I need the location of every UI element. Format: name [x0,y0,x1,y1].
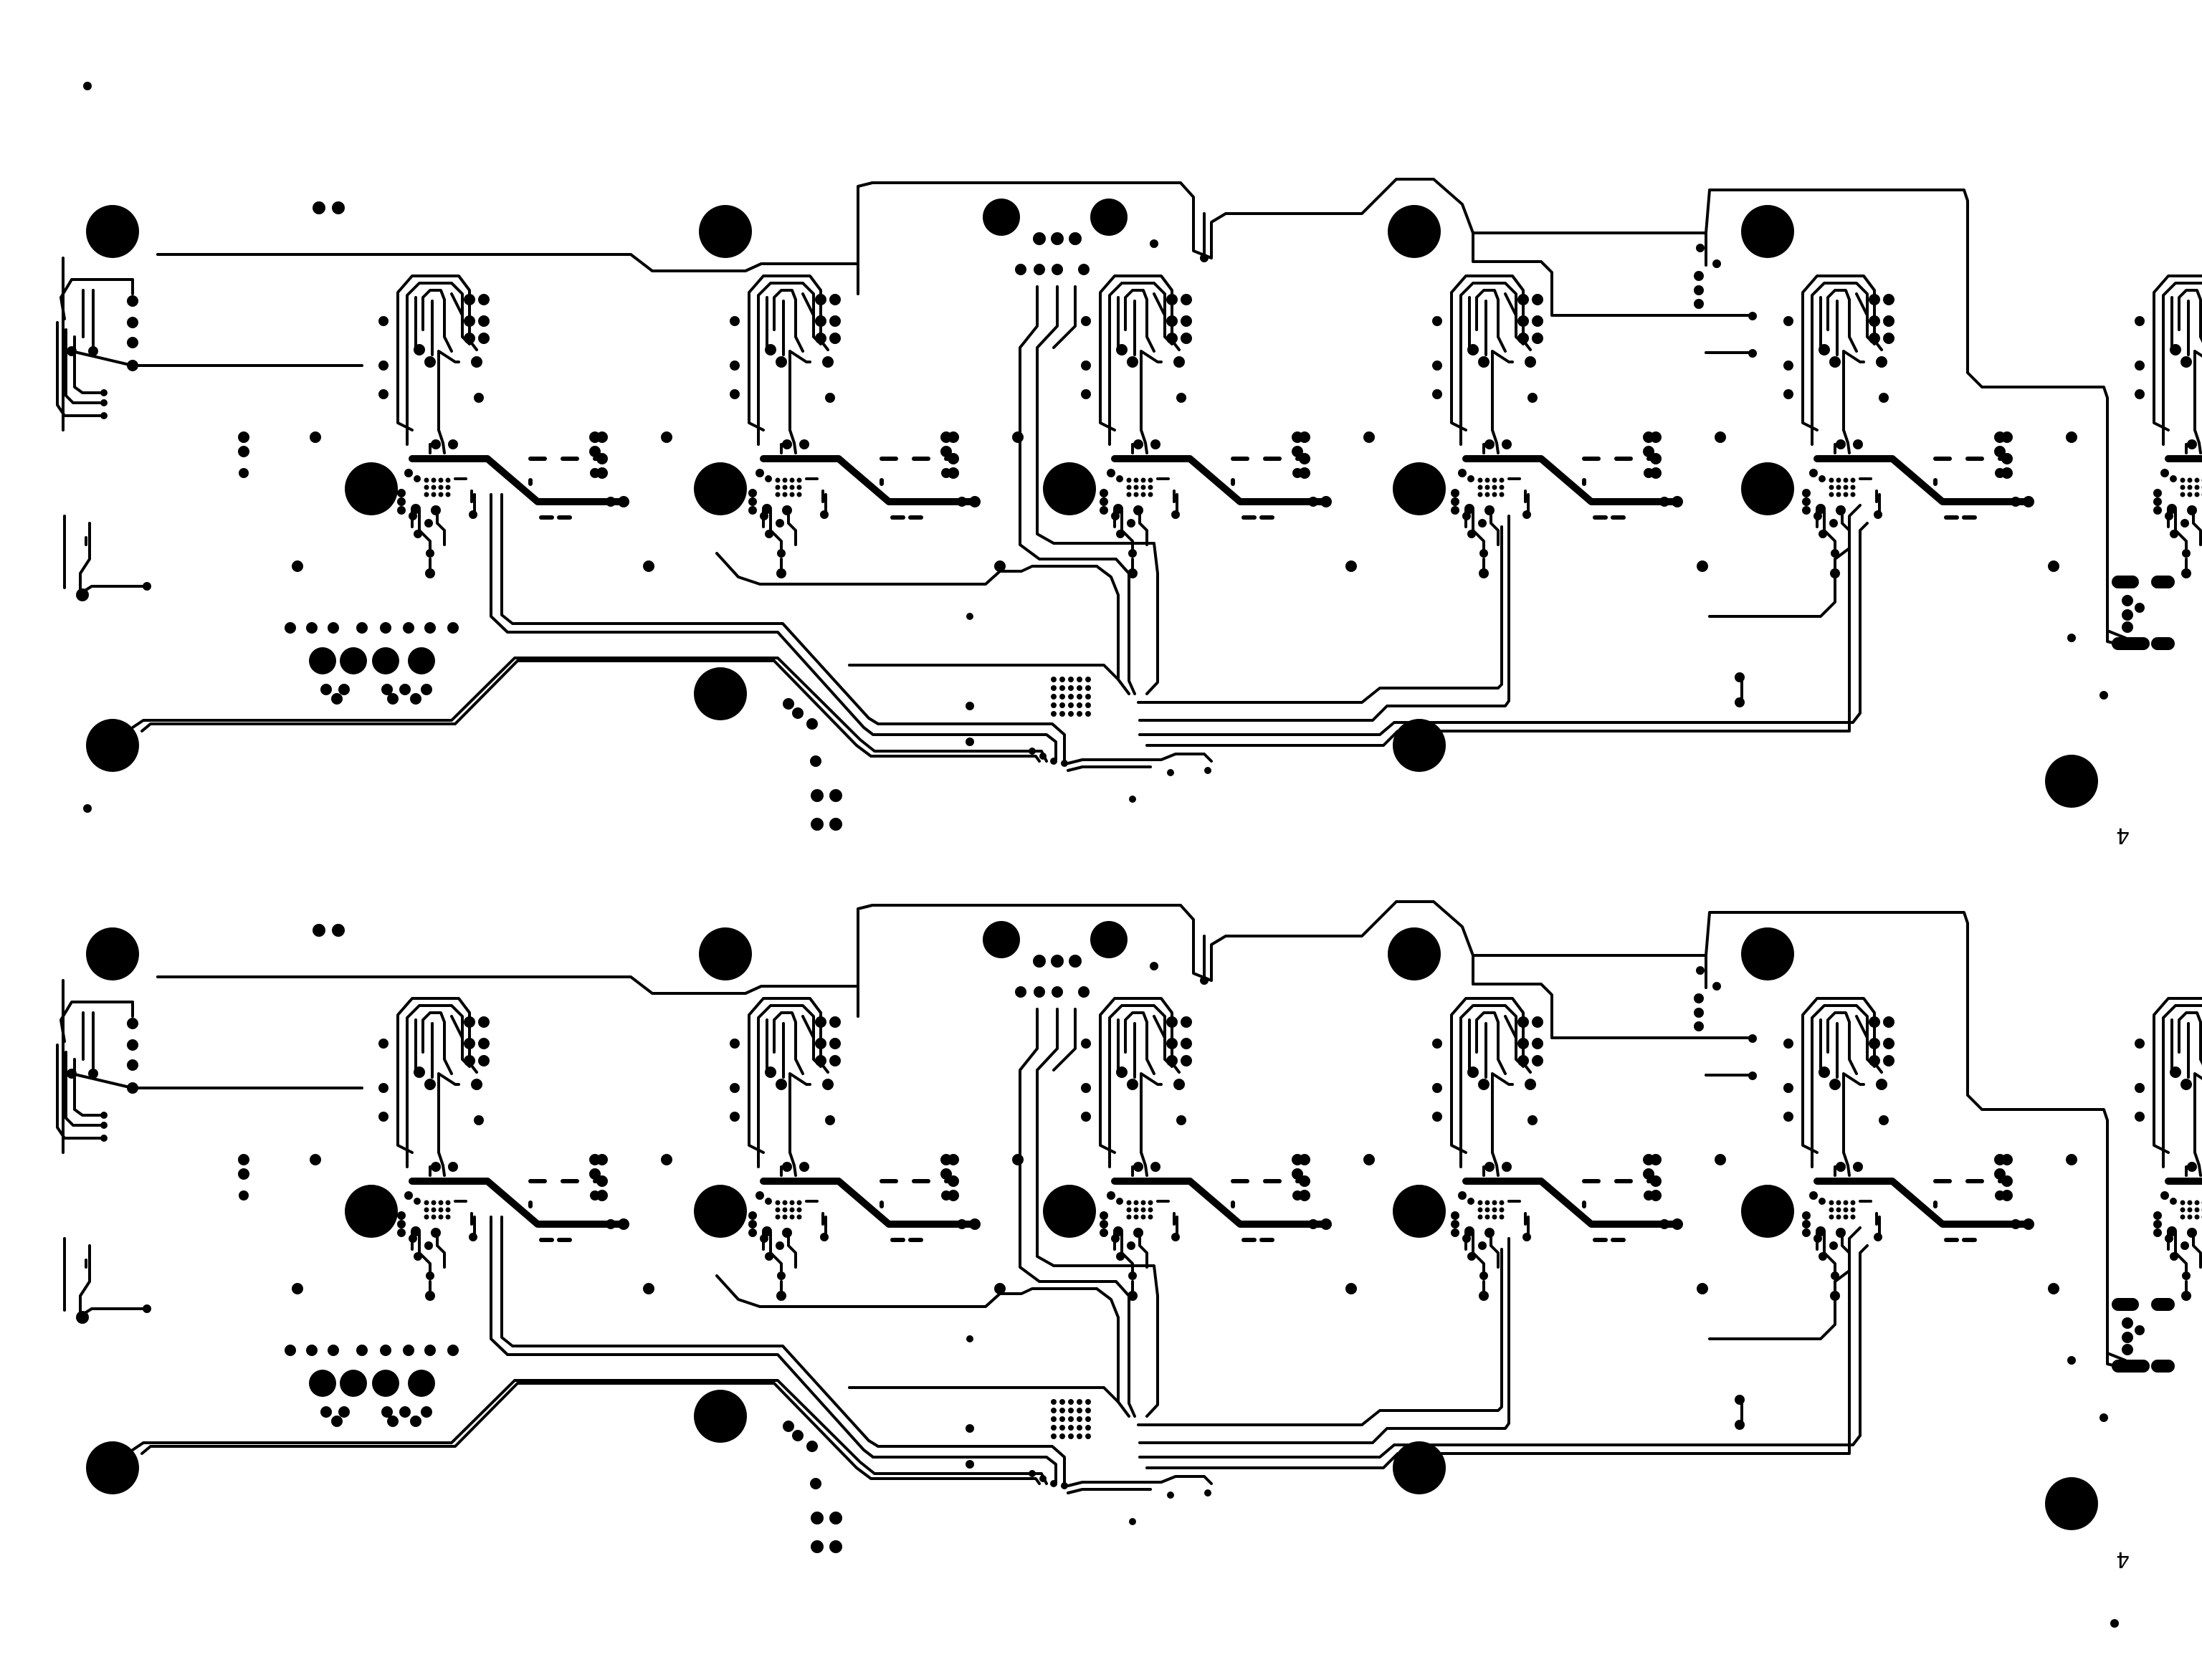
pcb-panel-top [57,82,2202,831]
fiducial-dot [2110,1619,2119,1628]
layer-label-top: 4 [2116,823,2130,848]
pcb-panel-bottom [57,804,2202,1553]
layer-label-bottom: 4 [2116,1547,2130,1572]
